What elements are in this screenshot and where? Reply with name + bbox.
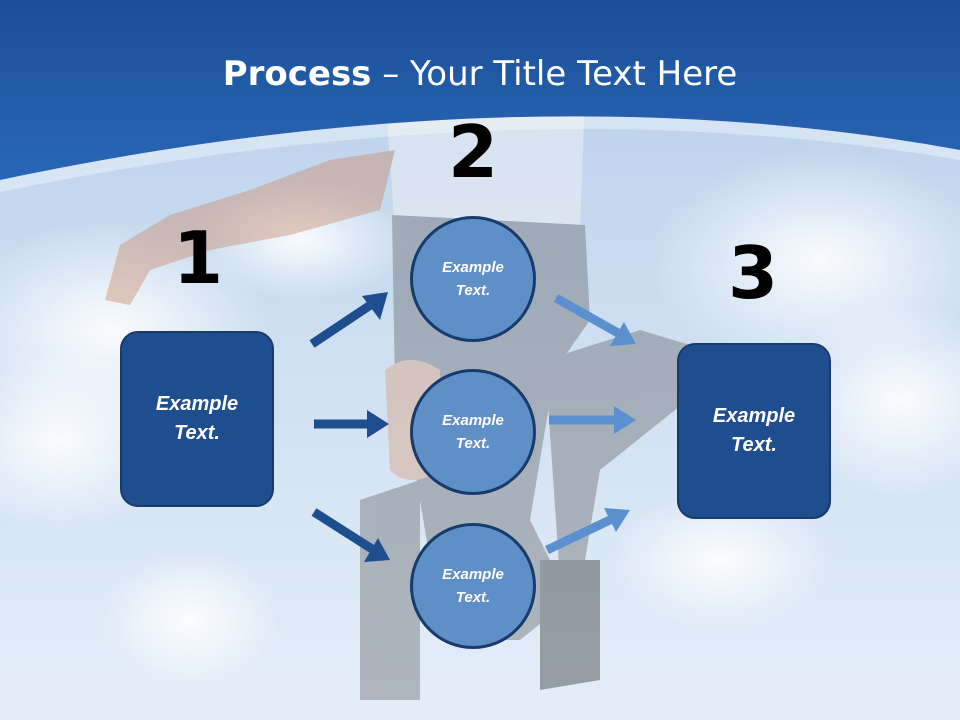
title-bold: Process (222, 54, 372, 94)
circle-middle-text: Example Text. (442, 412, 504, 452)
step-number-1: 1 (172, 216, 224, 300)
circle-middle: Example Text. (410, 369, 536, 495)
arrow-left-bottom (311, 508, 375, 553)
right-box-text: Example Text. (712, 405, 796, 456)
title-rest: – Your Title Text Here (371, 54, 738, 94)
arrow-right-top (553, 294, 621, 337)
slide-title: Process – Your Title Text Here (0, 52, 960, 96)
header-curve-highlight (0, 116, 960, 192)
circle-top-text: Example Text. (442, 259, 504, 299)
circle-bottom-text: Example Text. (442, 566, 504, 606)
arrows (309, 292, 636, 562)
circle-top: Example Text. (410, 216, 536, 342)
header-band (0, 0, 960, 180)
arrow-left-top (309, 300, 375, 348)
step-number-2: 2 (447, 110, 499, 194)
right-box: Example Text. (677, 343, 831, 519)
arrow-right-bottom (545, 514, 614, 555)
step-number-3: 3 (727, 231, 779, 315)
left-box: Example Text. (120, 331, 274, 507)
left-box-text: Example Text. (155, 393, 239, 444)
circle-bottom: Example Text. (410, 523, 536, 649)
